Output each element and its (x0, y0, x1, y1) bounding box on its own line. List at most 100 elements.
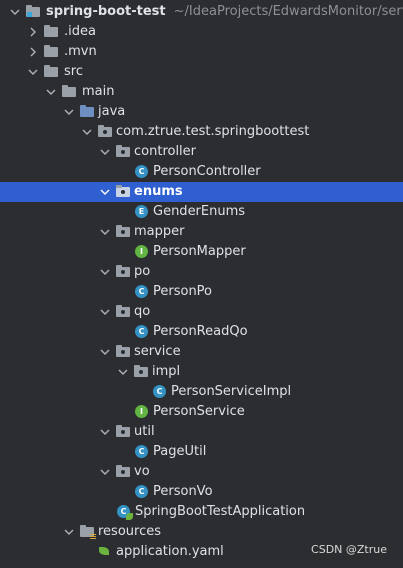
tree-node-label: PersonController (153, 164, 261, 179)
folder-icon (44, 25, 60, 39)
chevron-down-icon[interactable] (8, 2, 22, 22)
package-icon (134, 365, 150, 379)
spring-boot-class-icon: C (116, 505, 133, 520)
chevron-right-icon[interactable] (26, 42, 40, 62)
tree-node-vo[interactable]: vo (0, 462, 403, 482)
tree-node-person-service-impl[interactable]: C PersonServiceImpl (0, 382, 403, 402)
tree-node-application-class[interactable]: C SpringBootTestApplication (0, 502, 403, 522)
project-path: ~/IdeaProjects/EdwardsMonitor/servers/ (173, 4, 403, 19)
watermark: CSDN @Ztrue (311, 543, 387, 556)
tree-node-person-po[interactable]: C PersonPo (0, 282, 403, 302)
package-icon (116, 225, 132, 239)
tree-node-mvn[interactable]: .mvn (0, 42, 403, 62)
class-icon: C (134, 445, 150, 459)
spring-config-file-icon (98, 545, 114, 559)
tree-node-package[interactable]: com.ztrue.test.springboottest (0, 122, 403, 142)
chevron-down-icon[interactable] (98, 302, 112, 322)
chevron-down-icon[interactable] (98, 142, 112, 162)
tree-node-label: PersonReadQo (153, 324, 248, 339)
folder-icon (44, 65, 60, 79)
source-folder-icon (80, 105, 96, 119)
chevron-right-icon[interactable] (26, 22, 40, 42)
tree-node-person-vo[interactable]: C PersonVo (0, 482, 403, 502)
package-icon (116, 185, 132, 199)
package-icon (116, 345, 132, 359)
tree-node-impl[interactable]: impl (0, 362, 403, 382)
tree-node-util[interactable]: util (0, 422, 403, 442)
chevron-down-icon[interactable] (98, 222, 112, 242)
tree-node-page-util[interactable]: C PageUtil (0, 442, 403, 462)
chevron-down-icon[interactable] (44, 82, 58, 102)
tree-node-label: resources (98, 524, 162, 539)
class-icon: C (134, 485, 150, 499)
chevron-down-icon[interactable] (98, 422, 112, 442)
tree-node-qo[interactable]: qo (0, 302, 403, 322)
class-icon: C (134, 285, 150, 299)
tree-node-enums[interactable]: enums (0, 182, 403, 202)
tree-node-po[interactable]: po (0, 262, 403, 282)
package-icon (116, 305, 132, 319)
tree-node-src[interactable]: src (0, 62, 403, 82)
chevron-down-icon[interactable] (116, 362, 130, 382)
tree-node-label: .idea (64, 24, 96, 39)
tree-node-label: vo (134, 464, 150, 479)
chevron-down-icon[interactable] (26, 62, 40, 82)
module-folder-icon (26, 5, 42, 19)
chevron-down-icon[interactable] (98, 342, 112, 362)
chevron-down-icon[interactable] (62, 102, 76, 122)
tree-node-label: main (82, 84, 115, 99)
tree-node-gender-enums[interactable]: E GenderEnums (0, 202, 403, 222)
class-icon: C (152, 385, 168, 399)
tree-node-label: com.ztrue.test.springboottest (116, 124, 310, 139)
tree-node-label: PersonVo (153, 484, 213, 499)
folder-icon (44, 45, 60, 59)
interface-icon: I (134, 245, 150, 259)
chevron-down-icon[interactable] (98, 262, 112, 282)
chevron-down-icon[interactable] (80, 122, 94, 142)
tree-node-main[interactable]: main (0, 82, 403, 102)
tree-node-resources[interactable]: resources (0, 522, 403, 542)
tree-node-label: GenderEnums (153, 204, 246, 219)
tree-node-label: util (134, 424, 155, 439)
tree-node-label: po (134, 264, 151, 279)
tree-node-label: mapper (134, 224, 185, 239)
interface-icon: I (134, 405, 150, 419)
tree-node-label: service (134, 344, 181, 359)
package-icon (116, 145, 132, 159)
chevron-down-icon[interactable] (98, 462, 112, 482)
resources-folder-icon (80, 525, 96, 539)
class-icon: C (134, 165, 150, 179)
chevron-down-icon[interactable] (98, 182, 112, 202)
tree-node-mapper[interactable]: mapper (0, 222, 403, 242)
tree-node-project-root[interactable]: spring-boot-test ~/IdeaProjects/EdwardsMo… (0, 2, 403, 22)
tree-node-java[interactable]: java (0, 102, 403, 122)
tree-node-label: impl (152, 364, 181, 379)
tree-node-person-service[interactable]: I PersonService (0, 402, 403, 422)
tree-node-label: PersonMapper (153, 244, 246, 259)
package-icon (98, 125, 114, 139)
tree-node-label: qo (134, 304, 151, 319)
tree-node-idea[interactable]: .idea (0, 22, 403, 42)
package-icon (116, 465, 132, 479)
tree-node-person-controller[interactable]: C PersonController (0, 162, 403, 182)
tree-node-controller[interactable]: controller (0, 142, 403, 162)
tree-node-label: PersonServiceImpl (171, 384, 292, 399)
tree-node-service[interactable]: service (0, 342, 403, 362)
project-name: spring-boot-test (46, 4, 166, 19)
tree-node-label: .mvn (64, 44, 97, 59)
tree-node-application-yaml[interactable]: application.yaml (0, 542, 403, 562)
tree-node-person-mapper[interactable]: I PersonMapper (0, 242, 403, 262)
tree-node-label: PersonService (153, 404, 245, 419)
enum-icon: E (134, 205, 150, 219)
tree-node-label: PersonPo (153, 284, 213, 299)
tree-node-label: application.yaml (116, 544, 224, 559)
folder-icon (62, 85, 78, 99)
tree-node-label: SpringBootTestApplication (135, 504, 306, 519)
tree-node-label: src (64, 64, 83, 79)
chevron-down-icon[interactable] (62, 522, 76, 542)
tree-node-label: controller (134, 144, 197, 159)
class-icon: C (134, 325, 150, 339)
tree-node-person-read-qo[interactable]: C PersonReadQo (0, 322, 403, 342)
tree-node-label: enums (134, 184, 183, 199)
